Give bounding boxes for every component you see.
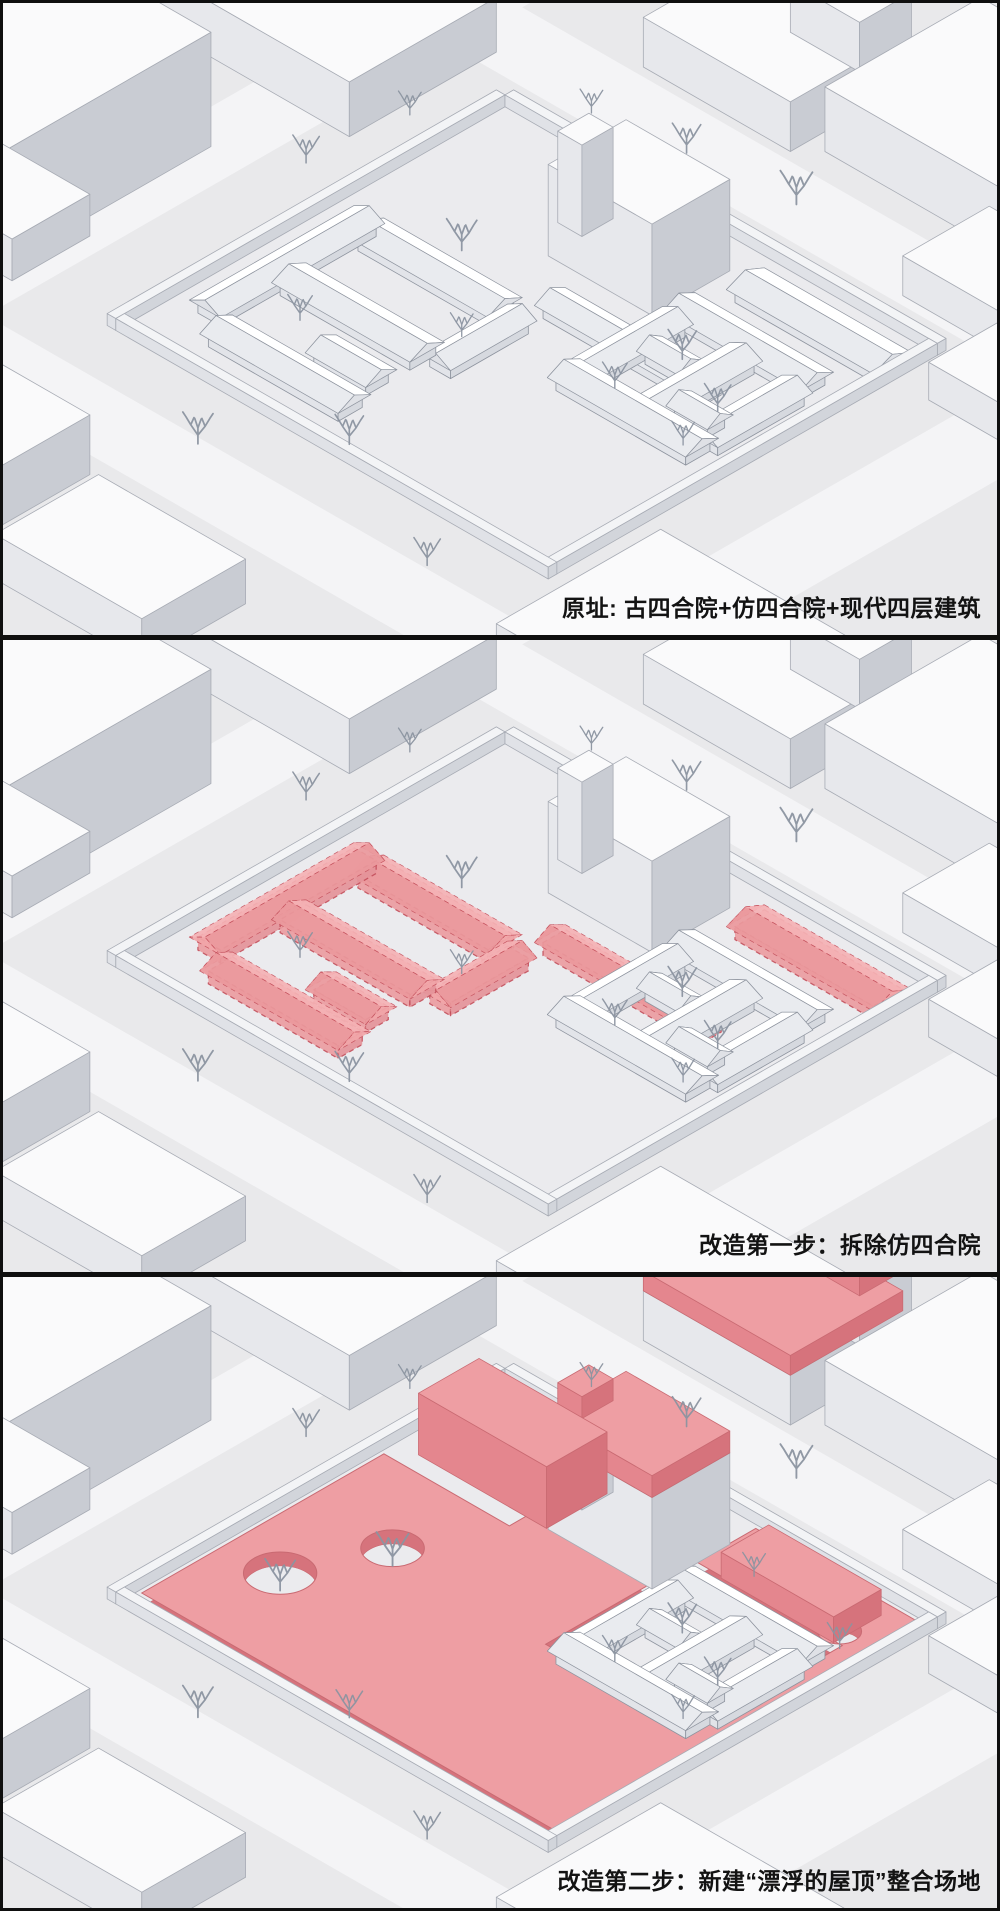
panel-step-1-demolition: 改造第一步：拆除仿四合院 <box>3 635 997 1272</box>
axonometric-diagram-step-2 <box>3 1277 997 1908</box>
panel-caption-step-2: 改造第二步：新建“漂浮的屋顶”整合场地 <box>557 1868 981 1895</box>
panel-step-2-floating-roof: 改造第二步：新建“漂浮的屋顶”整合场地 <box>3 1272 997 1908</box>
axonometric-diagram-step-1 <box>3 640 997 1272</box>
panel-existing-site: 原址: 古四合院+仿四合院+现代四层建筑 <box>3 3 997 635</box>
panel-caption-step-1: 改造第一步：拆除仿四合院 <box>699 1232 981 1259</box>
panel-caption-existing-site: 原址: 古四合院+仿四合院+现代四层建筑 <box>562 595 981 622</box>
axonometric-diagram-existing-site <box>3 3 997 635</box>
